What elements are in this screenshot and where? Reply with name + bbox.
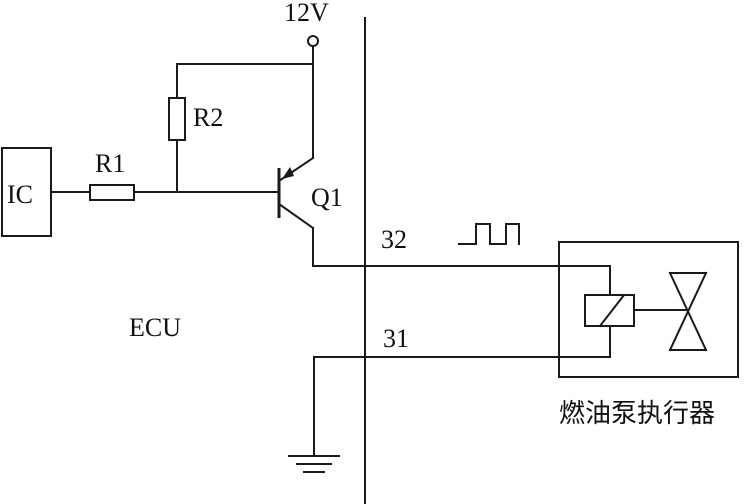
relay-coil-diagonal xyxy=(598,293,626,328)
ground-icon xyxy=(288,455,340,473)
relay-coil xyxy=(584,294,635,327)
supply-terminal xyxy=(307,35,319,47)
r2-resistor xyxy=(168,97,186,141)
r1-label: R1 xyxy=(95,149,125,178)
pwm-signal-icon xyxy=(458,223,520,245)
actuator-label: 燃油泵执行器 xyxy=(559,399,715,429)
actuator-box xyxy=(558,241,739,378)
q1-emitter-arrow xyxy=(282,167,294,179)
r2-label: R2 xyxy=(193,103,223,132)
valve-icon xyxy=(668,271,708,352)
pin-31-label: 31 xyxy=(383,324,409,353)
q1-label: Q1 xyxy=(311,183,343,212)
q1-collector-lead xyxy=(277,202,315,230)
r1-resistor xyxy=(89,184,135,201)
supply-label: 12V xyxy=(284,0,329,27)
ecu-label: ECU xyxy=(129,313,181,342)
ic-label: IC xyxy=(7,180,33,209)
pin-32-label: 32 xyxy=(381,225,407,254)
